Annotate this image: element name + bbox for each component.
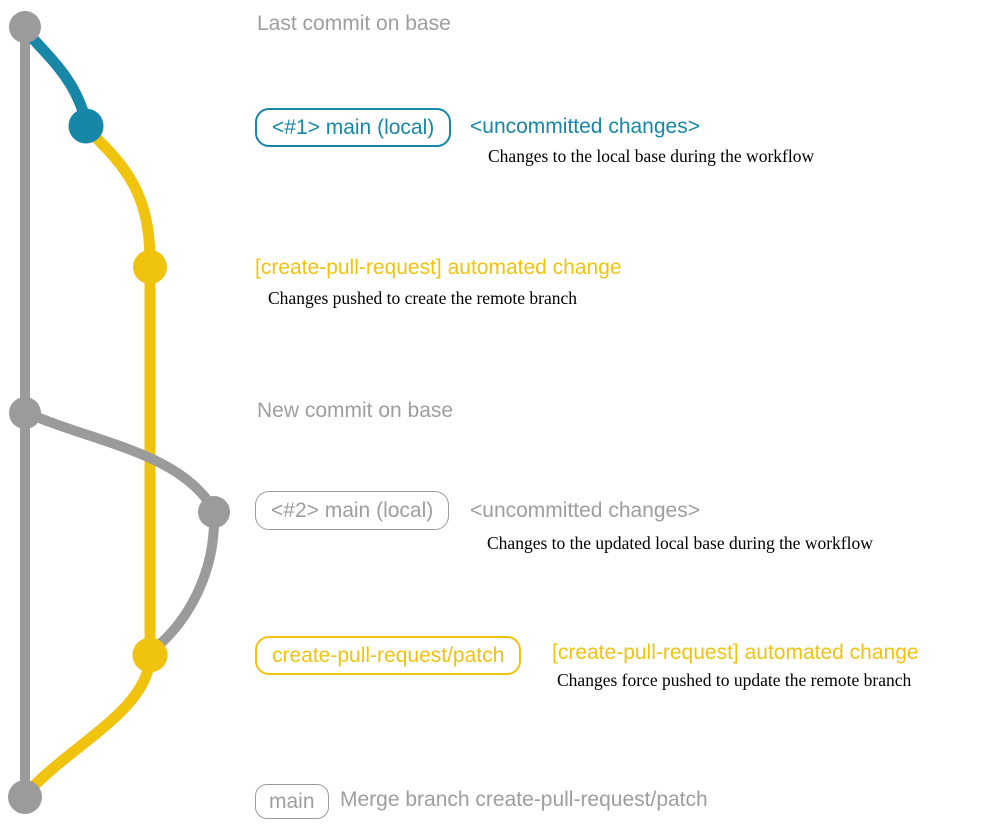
label-automated-change-2: [create-pull-request] automated change — [552, 641, 919, 664]
badge-main-local-1: <#1> main (local) — [255, 108, 452, 147]
desc-force-pushed: Changes force pushed to update the remot… — [557, 670, 912, 690]
desc-updated-local-base: Changes to the updated local base during… — [487, 533, 873, 553]
label-last-commit: Last commit on base — [257, 12, 451, 35]
label-uncommitted-2: <uncommitted changes> — [470, 499, 700, 522]
local-2-to-remote-curve — [148, 508, 220, 655]
badge-create-pull-request-patch-label: create-pull-request/patch — [272, 643, 505, 667]
label-uncommitted-1: <uncommitted changes> — [470, 115, 700, 138]
commit-node-last-base — [9, 11, 41, 43]
commit-node-remote-2 — [132, 637, 168, 673]
badge-create-pull-request-patch: create-pull-request/patch — [255, 636, 522, 675]
badge-main-label: main — [269, 789, 315, 813]
label-automated-change-1: [create-pull-request] automated change — [255, 256, 622, 279]
remote-branch-create-curve — [82, 124, 156, 268]
badge-main-local-1-label: <#1> main (local) — [272, 115, 435, 139]
commit-node-local-1 — [68, 108, 104, 144]
base-to-local-curve-2 — [20, 407, 219, 515]
badge-main: main — [255, 784, 329, 819]
commit-node-local-2 — [198, 496, 230, 528]
desc-local-base: Changes to the local base during the wor… — [488, 146, 815, 166]
commit-node-merge — [8, 780, 42, 814]
remote-branch-merge-curve — [21, 651, 156, 799]
desc-pushed-create: Changes pushed to create the remote bran… — [268, 288, 578, 308]
commit-node-new-base — [9, 397, 41, 429]
badge-main-local-2-label: <#2> main (local) — [271, 498, 434, 522]
badge-main-local-2: <#2> main (local) — [255, 491, 450, 530]
local-changes-curve-1 — [19, 24, 92, 128]
label-merge-branch: Merge branch create-pull-request/patch — [340, 788, 708, 811]
commit-node-remote-1 — [133, 250, 167, 284]
label-new-commit: New commit on base — [257, 399, 454, 422]
